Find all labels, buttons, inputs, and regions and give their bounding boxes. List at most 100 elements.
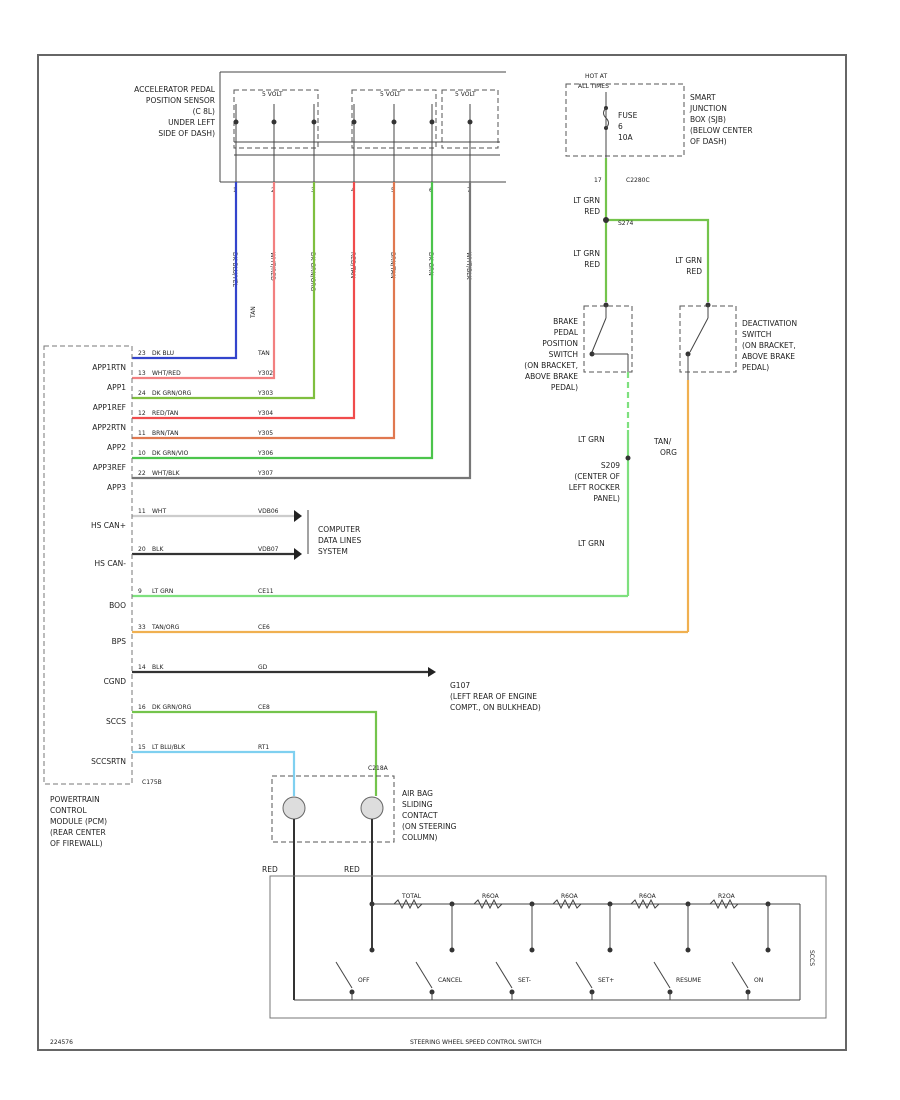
boo-bps-wiring: LT GRN S209 (CENTER OF LEFT ROCKER PANEL… [569, 372, 690, 632]
scc-resistor-label: TOTAL [401, 893, 422, 900]
pcm-pin-label: APP2 [107, 443, 126, 452]
diagram-border [37, 54, 847, 1051]
pcm-wire-circuit: Y305 [257, 430, 273, 437]
hs-can-plus-arrow [294, 510, 302, 522]
fuse-connector: C2280C [626, 177, 650, 184]
pcm-wire-pin: 14 [138, 664, 146, 671]
scc-button-contact [415, 961, 433, 989]
pcm-pin-label: APP3REF [93, 463, 126, 472]
app-wire-3 [132, 182, 316, 400]
pcm-pin-label: HS CAN- [95, 559, 127, 568]
splice-s274: S274 [618, 220, 633, 227]
pcm-pin-label: APP1 [107, 383, 126, 392]
svg-text:(ON BRACKET,: (ON BRACKET, [524, 361, 578, 370]
svg-text:MODULE (PCM): MODULE (PCM) [50, 817, 107, 826]
pcm-wire-pin: 10 [138, 450, 146, 457]
svg-text:SWITCH: SWITCH [742, 330, 771, 339]
svg-text:SIDE OF DASH): SIDE OF DASH) [158, 129, 215, 138]
scc-resistor-zigzag [630, 898, 660, 910]
scc-resistor-zigzag [709, 898, 739, 910]
svg-text:(ON BRACKET,: (ON BRACKET, [742, 341, 796, 350]
hs-can-minus-arrow [294, 548, 302, 560]
scc-button-contact [335, 961, 353, 989]
svg-text:PANEL): PANEL) [593, 494, 620, 503]
pcm: APP1RTNAPP1APP1REFAPP2RTNAPP2APP3REFAPP3… [43, 345, 162, 848]
scc-button-set: SET- [518, 977, 531, 984]
pcm-wire-circuit: TAN [257, 350, 270, 357]
svg-text:ACCELERATOR PEDAL: ACCELERATOR PEDAL [134, 85, 216, 94]
pcm-wire-pin: 33 [138, 624, 146, 631]
app-wire-label: WHT/RED [269, 252, 276, 281]
scc-contact-top [369, 947, 375, 953]
figure-number: 224576 [50, 1039, 73, 1046]
svg-text:SYSTEM: SYSTEM [318, 547, 348, 556]
svg-text:SLIDING: SLIDING [402, 800, 433, 809]
svg-text:OF FIREWALL): OF FIREWALL) [50, 839, 103, 848]
app-pin-dot-1 [233, 119, 239, 125]
svg-text:ORG: ORG [660, 448, 677, 457]
scc-contact-top [685, 947, 691, 953]
scc-contact-top [449, 947, 455, 953]
scc-button-on: ON [754, 977, 763, 984]
svg-text:OF DASH): OF DASH) [690, 137, 727, 146]
pcm-pin-label: BOO [109, 601, 126, 610]
sccs-side-label: SCCS [808, 950, 815, 966]
scc-button-contact [575, 961, 593, 989]
scc-resistor-zigzag [473, 898, 503, 910]
svg-text:(BELOW CENTER: (BELOW CENTER [690, 126, 753, 135]
pcm-wire-pin: 15 [138, 744, 146, 751]
computer-data-lines: COMPUTER DATA LINES SYSTEM [307, 510, 361, 556]
pcm-wire-color: LT GRN [152, 588, 173, 595]
svg-text:6: 6 [618, 122, 623, 131]
svg-text:LT GRN: LT GRN [675, 256, 702, 265]
pcm-connector: C175B [142, 779, 162, 786]
svg-text:G107: G107 [450, 681, 470, 690]
scc-contact-top [529, 947, 535, 953]
svg-text:ALL TIMES: ALL TIMES [578, 83, 609, 90]
svg-text:ABOVE BRAKE: ABOVE BRAKE [742, 352, 795, 361]
pcm-wire-circuit: GD [258, 664, 268, 671]
pcm-pin-labels: APP1RTNAPP1APP1REFAPP2RTNAPP2APP3REFAPP3… [91, 363, 126, 766]
scc-button-cancel: CANCEL [438, 977, 463, 984]
pcm-wire-pin: 24 [138, 390, 146, 397]
svg-text:RED: RED [584, 260, 600, 269]
svg-text:FUSE: FUSE [618, 111, 638, 120]
svg-text:BRAKE: BRAKE [553, 317, 578, 326]
pcm-wire-circuit: CE8 [258, 704, 270, 711]
pcm-wire-color: RED/TAN [152, 410, 178, 417]
app-wire-label: RED/TAN [349, 252, 356, 278]
s209-label: S209 (CENTER OF LEFT ROCKER PANEL) [569, 461, 621, 503]
pcm-label: POWERTRAIN CONTROL MODULE (PCM) (REAR CE… [50, 795, 107, 848]
app-wire-6 [132, 182, 434, 460]
ground-g107: G107 (LEFT REAR OF ENGINE COMPT., ON BUL… [428, 667, 541, 712]
pcm-pin-label: CGND [104, 677, 127, 686]
app-wire-label: DK GRN/ORG [309, 252, 316, 292]
scc-contact-top [765, 947, 771, 953]
app-pin-dot-5 [391, 119, 397, 125]
app-pin-dot-4 [351, 119, 357, 125]
svg-text:POWERTRAIN: POWERTRAIN [50, 795, 100, 804]
red-label-left: RED [262, 865, 278, 874]
pcm-wire-circuit: VDB06 [258, 508, 279, 515]
scc-resistor-zigzag [552, 898, 582, 910]
brake-switch-label: BRAKE PEDAL POSITION SWITCH (ON BRACKET,… [524, 317, 579, 392]
app-wire-label: WHT/BLK [465, 252, 472, 281]
pcm-pin-label: HS CAN+ [91, 521, 126, 530]
svg-text:COMPT., ON BULKHEAD): COMPT., ON BULKHEAD) [450, 703, 541, 712]
app-pin-dot-7 [467, 119, 473, 125]
pcm-wire-circuit: RT1 [258, 744, 269, 751]
pcm-pin-label: APP1REF [93, 403, 126, 412]
deactivation-switch: DEACTIVATION SWITCH (ON BRACKET, ABOVE B… [679, 302, 797, 380]
scc-resistor-zigzag [393, 898, 423, 910]
pcm-wire-color: BLK [152, 664, 164, 671]
deact-switch-label: DEACTIVATION SWITCH (ON BRACKET, ABOVE B… [742, 319, 797, 372]
app-wire-label: DK GRN [427, 252, 434, 276]
scc-button-set: SET+ [598, 977, 614, 984]
svg-text:(CENTER OF: (CENTER OF [574, 472, 620, 481]
svg-text:(ON STEERING: (ON STEERING [402, 822, 457, 831]
svg-text:CONTACT: CONTACT [402, 811, 438, 820]
pcm-wire-circuit: VDB07 [258, 546, 279, 553]
